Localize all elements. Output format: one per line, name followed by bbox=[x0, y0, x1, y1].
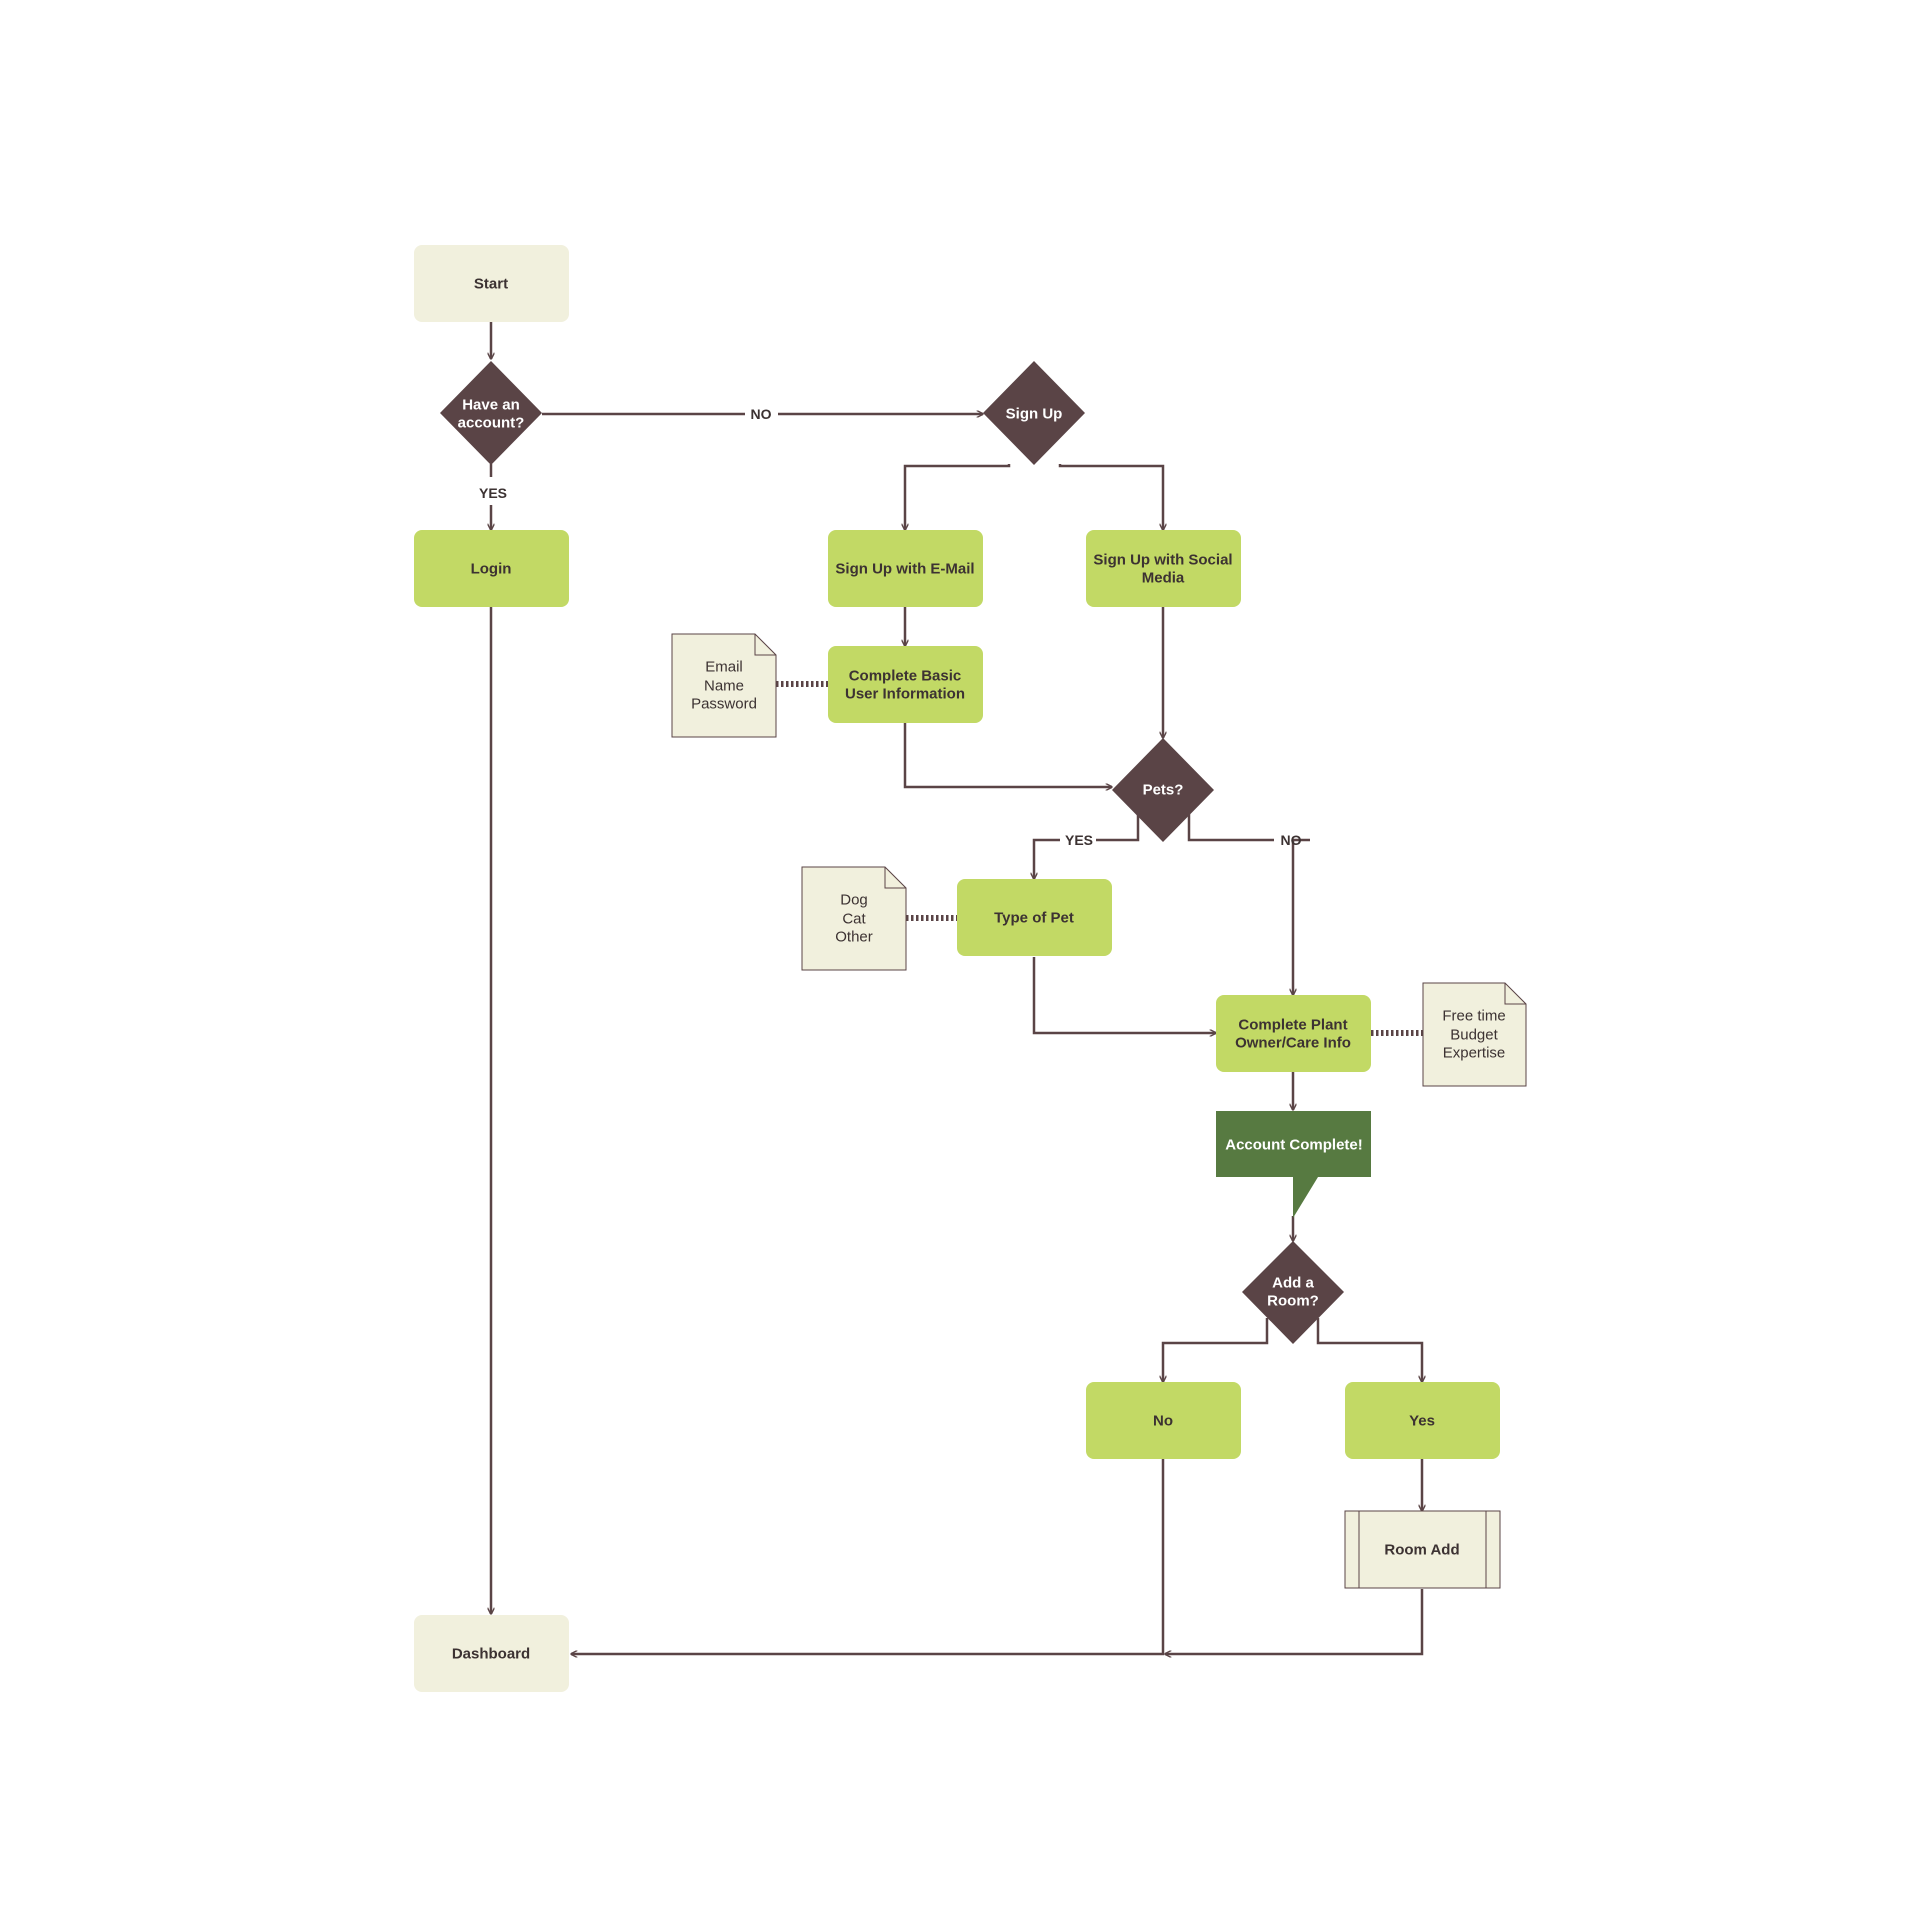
edge-label-pets-yes: YES bbox=[1065, 832, 1093, 848]
sign-up-label: Sign Up bbox=[1006, 406, 1063, 423]
care-info-note-line2: Budget bbox=[1450, 1027, 1498, 1044]
basic-info-note-line1: Email bbox=[705, 659, 743, 676]
account-complete-label: Account Complete! bbox=[1225, 1137, 1363, 1154]
annotation-links bbox=[776, 681, 1423, 1036]
room-add-node: Room Add bbox=[1344, 1510, 1501, 1589]
have-account-label-line2: account? bbox=[458, 415, 525, 432]
have-account-decision: Have an account? bbox=[440, 361, 542, 465]
complete-basic-label-line1: Complete Basic bbox=[849, 668, 962, 685]
pet-types-note: Dog Cat Other bbox=[801, 866, 907, 971]
edge-label-account-no: NO bbox=[751, 406, 772, 422]
sign-up-decision: Sign Up bbox=[983, 361, 1085, 465]
basic-info-note-line3: Password bbox=[691, 696, 757, 713]
care-info-note-line3: Expertise bbox=[1443, 1045, 1506, 1062]
login-label: Login bbox=[471, 561, 512, 578]
yes-node: Yes bbox=[1345, 1382, 1500, 1459]
pets-decision: Pets? bbox=[1112, 738, 1214, 842]
edge-label-pets-no: NO bbox=[1281, 832, 1302, 848]
edge-roomadd-to-merge bbox=[1165, 1589, 1424, 1654]
signup-social-node: Sign Up with Social Media bbox=[1086, 530, 1241, 607]
have-account-label-line1: Have an bbox=[462, 397, 520, 414]
start-node: Start bbox=[414, 245, 569, 322]
no-label: No bbox=[1153, 1413, 1173, 1430]
add-room-label-line2: Room? bbox=[1267, 1293, 1319, 1310]
complete-basic-label-line2: User Information bbox=[845, 686, 965, 703]
add-room-decision: Add a Room? bbox=[1242, 1241, 1344, 1344]
signup-social-label-line2: Media bbox=[1142, 570, 1185, 587]
room-add-label: Room Add bbox=[1384, 1542, 1459, 1559]
login-node: Login bbox=[414, 530, 569, 607]
pet-types-note-line2: Cat bbox=[842, 911, 866, 928]
connectors bbox=[491, 322, 1422, 1654]
type-of-pet-node: Type of Pet bbox=[957, 879, 1112, 956]
edge-signup-to-social bbox=[1058, 464, 1163, 530]
edge-addroom-to-yes bbox=[1316, 1318, 1422, 1382]
complete-plant-label-line1: Complete Plant bbox=[1238, 1017, 1347, 1034]
edge-pets-no-to-plant bbox=[1187, 814, 1310, 995]
edge-addroom-to-no bbox=[1163, 1318, 1269, 1382]
edge-basic-to-pets bbox=[903, 723, 1112, 787]
pet-types-note-line1: Dog bbox=[840, 892, 868, 909]
start-label: Start bbox=[474, 276, 508, 293]
edge-pets-yes-to-typeofpet bbox=[1034, 814, 1140, 879]
signup-email-node: Sign Up with E-Mail bbox=[828, 530, 983, 607]
complete-basic-node: Complete Basic User Information bbox=[828, 646, 983, 723]
care-info-note-line1: Free time bbox=[1442, 1008, 1505, 1025]
type-of-pet-label: Type of Pet bbox=[994, 910, 1074, 927]
account-complete-callout: Account Complete! bbox=[1216, 1111, 1371, 1218]
signup-social-label-line1: Sign Up with Social bbox=[1093, 552, 1232, 569]
dashboard-node: Dashboard bbox=[414, 1615, 569, 1692]
pets-label: Pets? bbox=[1143, 782, 1184, 799]
basic-info-note: Email Name Password bbox=[671, 633, 777, 738]
edge-typeofpet-to-plant bbox=[1032, 957, 1216, 1033]
care-info-note: Free time Budget Expertise bbox=[1422, 982, 1527, 1087]
edge-no-to-dashboard bbox=[571, 1459, 1165, 1654]
no-node: No bbox=[1086, 1382, 1241, 1459]
signup-email-label: Sign Up with E-Mail bbox=[835, 561, 974, 578]
yes-label: Yes bbox=[1409, 1413, 1435, 1430]
edge-label-account-yes: YES bbox=[479, 485, 507, 501]
basic-info-note-line2: Name bbox=[704, 678, 744, 695]
complete-plant-label-line2: Owner/Care Info bbox=[1235, 1035, 1351, 1052]
pet-types-note-line3: Other bbox=[835, 929, 873, 946]
dashboard-label: Dashboard bbox=[452, 1646, 530, 1663]
edge-signup-to-email bbox=[905, 464, 1011, 530]
add-room-label-line1: Add a bbox=[1272, 1275, 1314, 1292]
complete-plant-node: Complete Plant Owner/Care Info bbox=[1216, 995, 1371, 1072]
